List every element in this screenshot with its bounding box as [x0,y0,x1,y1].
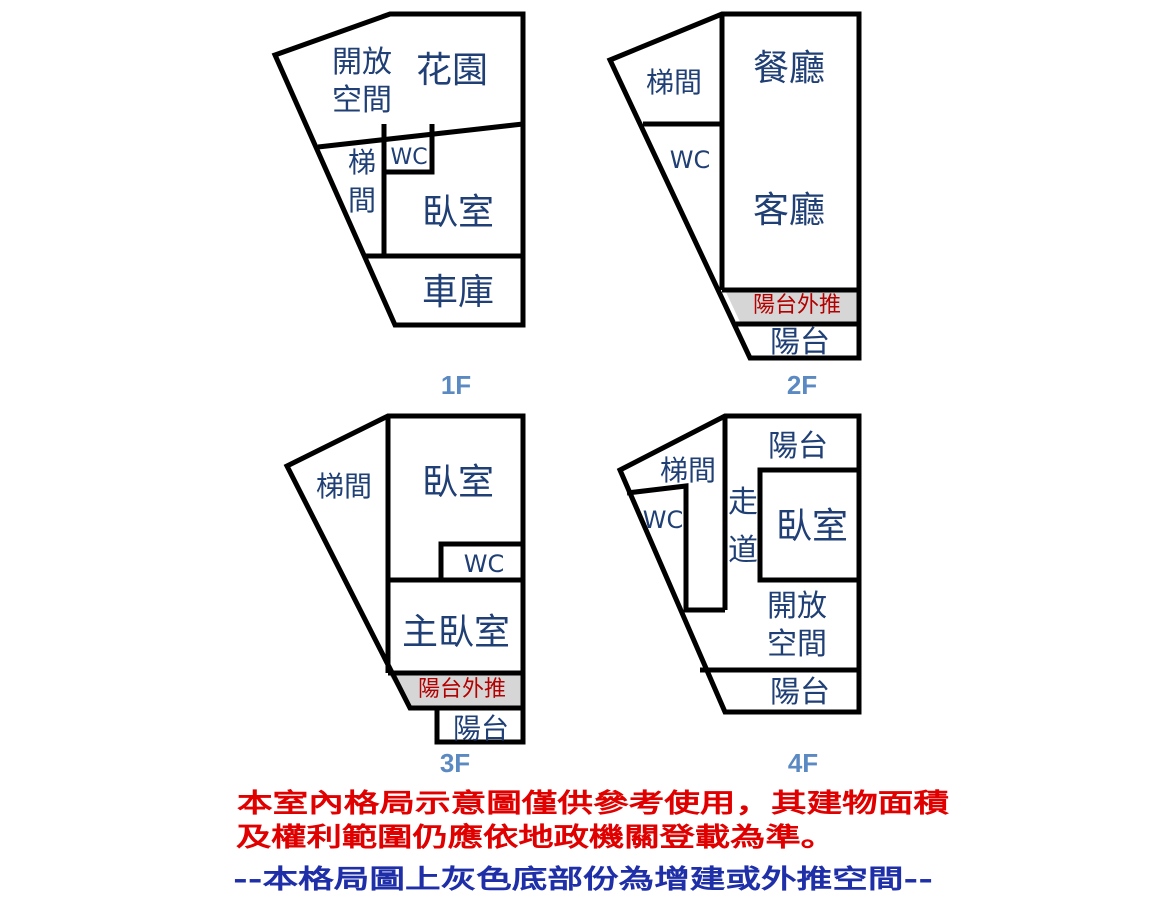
3f-balcony-extension-shade [388,673,523,708]
2f-balcony-extension-label: 陽台外推 [753,293,841,318]
1f-open-space-label-1: 開放 [332,45,392,80]
2f-stair-label: 梯間 [646,66,702,99]
4f-floor-label: 4F [788,748,818,778]
2f-wc-label: WC [670,146,711,174]
1f-stair-label-1: 梯 [348,146,376,179]
2f-balcony-label: 陽台 [770,325,830,360]
3f-wc-label: WC [464,550,505,578]
4f-wall-wc [626,483,725,613]
1f-floor-label: 1F [441,370,471,400]
1f-wall-garden [317,121,524,150]
4f-wall-bedroom [757,467,859,583]
floor-plan-1f: 開放 空間 花園 梯 間 WC 臥室 車庫 1F [271,11,526,400]
4f-top-balcony-label: 陽台 [768,429,828,464]
4f-bedroom-label: 臥室 [776,506,848,547]
3f-wall-wc [438,541,523,580]
1f-bedroom-label: 臥室 [422,192,494,233]
1f-open-space-label-2: 空間 [332,83,392,118]
2f-floor-label: 2F [787,370,817,400]
2f-living-label: 客廳 [753,190,825,231]
1f-wall-wc [384,124,435,175]
4f-bottom-balcony-label: 陽台 [770,675,830,710]
3f-stair-label: 梯間 [316,470,372,503]
floor-plan-4f: 陽台 梯間 WC 走 道 臥室 開放 空間 陽台 4F [616,413,862,778]
disclaimer-line-1: 本室內格局示意圖僅供參考使用，其建物面積 [237,788,949,819]
disclaimer-line-2: 及權利範圍仍應依地政機關登載為準。 [236,822,836,853]
3f-balcony-extension-label: 陽台外推 [418,677,506,702]
2f-dining-label: 餐廳 [753,48,825,89]
3f-floor-label: 3F [440,748,470,778]
3f-balcony-label: 陽台 [453,712,509,745]
4f-open-space-label-2: 空間 [767,627,827,662]
4f-corridor-label-2: 道 [728,533,758,568]
2f-outline [606,11,862,361]
1f-stair-label-2: 間 [348,184,376,217]
1f-wc-label: WC [390,145,427,170]
disclaimer-notes: 本室內格局示意圖僅供參考使用，其建物面積 及權利範圍仍應依地政機關登載為準。 -… [233,788,949,895]
4f-stair-label: 梯間 [660,454,716,487]
disclaimer-line-3: --本格局圖上灰色底部份為增建或外推空間-- [233,864,933,895]
1f-outline [271,11,526,328]
1f-garage-label: 車庫 [422,272,494,313]
3f-master-bedroom-label: 主臥室 [402,612,510,653]
3f-bedroom-label: 臥室 [422,462,494,503]
floor-plan-3f: 梯間 臥室 WC 主臥室 陽台外推 陽台 3F [283,413,526,778]
2f-balcony-extension-shade [725,290,859,322]
4f-corridor-label-1: 走 [728,485,758,520]
4f-open-space-label-1: 開放 [767,589,827,624]
1f-garden-label: 花園 [416,50,488,91]
floor-plan-2f: 梯間 餐廳 WC 客廳 陽台外推 陽台 2F [606,11,862,400]
3f-balcony-box [434,708,526,745]
4f-wc-label: WC [643,506,684,534]
